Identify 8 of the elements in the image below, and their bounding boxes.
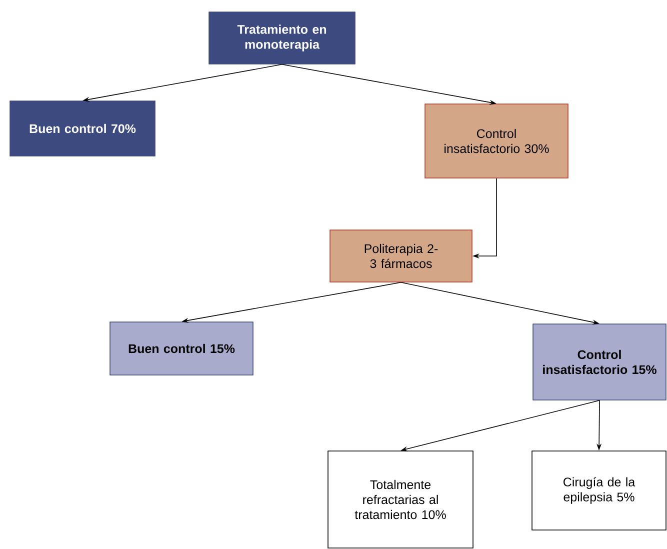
process-box: Control insatisfactorio 15% — [532, 324, 666, 400]
process-box: Politerapia 2-3 fármacos — [330, 230, 472, 282]
outcome-box: Totalmente refractarias al tratamiento 10% — [328, 450, 474, 548]
process-box: Buen control 15% — [110, 322, 254, 376]
outcome-box: Cirugía de la epilepsia 5% — [532, 450, 666, 530]
process-box: Buen control 70% — [10, 100, 156, 156]
process-box: Tratamiento en monoterapia — [208, 12, 356, 64]
process-box: Control insatisfactorio 30% — [424, 104, 568, 178]
